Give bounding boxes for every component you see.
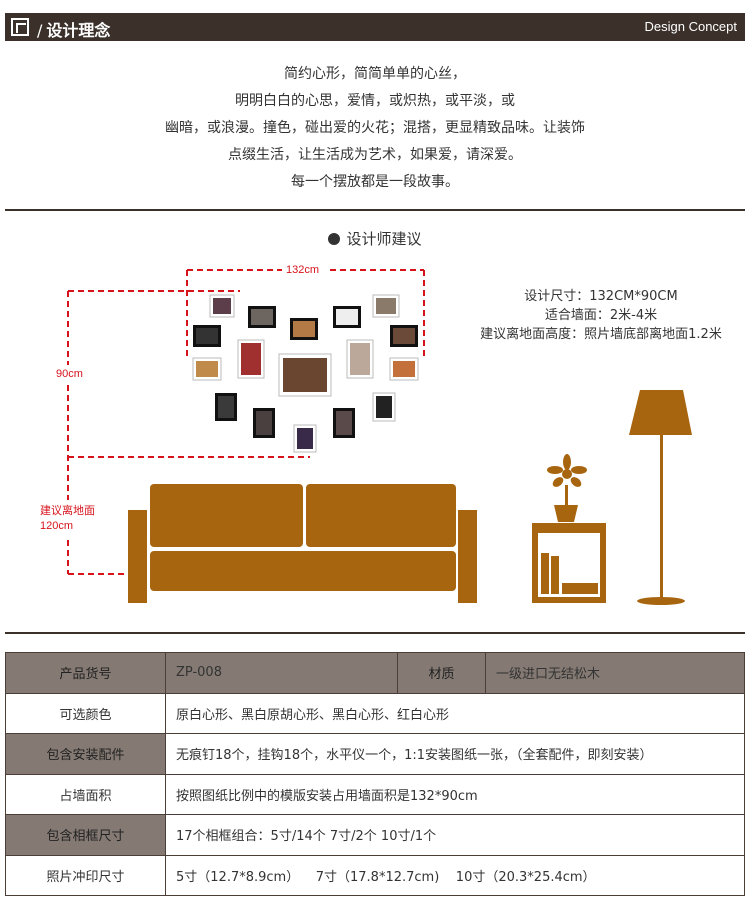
bullet-icon (328, 233, 341, 245)
photo-frame (253, 408, 275, 438)
photo-frame (372, 294, 400, 318)
row-value: 原白心形、黑白原胡心形、黑白心形、红白心形 (165, 692, 745, 734)
intro-line: 明明白白的心思，爱情，或炽热，或平淡，或 (235, 93, 515, 109)
table-row: 可选颜色 原白心形、黑白原胡心形、黑白心形、红白心形 (5, 692, 745, 734)
divider (5, 209, 745, 211)
row-value: 按照图纸比例中的模版安装占用墙面积是132*90cm (165, 773, 745, 815)
photo-frame (346, 339, 374, 379)
designer-suggestion-title: 设计师建议 (0, 228, 750, 249)
divider (5, 632, 745, 634)
section-title-english: Design Concept (644, 19, 738, 34)
photo-frame (209, 294, 235, 318)
photo-frames (192, 294, 419, 453)
section-header: /设计理念 Design Concept (5, 13, 745, 41)
row-value: ZP-008 (165, 652, 398, 694)
photo-frame (293, 424, 317, 453)
intro-line: 点缀生活，让生活成为艺术，如果爱，请深爱。 (228, 147, 522, 163)
dimension-lines (67, 269, 425, 575)
row-label: 占墙面积 (5, 773, 166, 815)
photo-frame (333, 306, 361, 328)
floor-height-label-line1: 建议离地面 (40, 505, 95, 517)
table-row: 产品货号 ZP-008 材质 一级进口无结松木 (5, 652, 745, 694)
floor-height-label-line2: 120cm (40, 520, 74, 532)
row-label: 照片冲印尺寸 (5, 854, 166, 896)
spec-wall: 适合墙面：2米-4米 (544, 308, 658, 323)
spec-size: 设计尺寸：132CM*90CM (524, 289, 678, 304)
section-title-text: 设计理念 (46, 21, 111, 40)
table-row: 照片冲印尺寸 5寸（12.7*8.9cm） 7寸（17.8*12.7cm) 10… (5, 854, 745, 896)
flower-pot (547, 454, 587, 522)
photo-frame (278, 353, 332, 397)
photo-frame (237, 339, 265, 379)
photo-frame (389, 357, 419, 381)
floor-lamp (629, 390, 692, 605)
photo-frame (372, 392, 396, 422)
photo-frame (192, 357, 222, 381)
photo-frame (390, 325, 418, 347)
designer-suggestion-label: 设计师建议 (346, 230, 422, 248)
spec-height: 建议离地面高度：照片墙底部离地面1.2米 (480, 327, 722, 342)
section-title: /设计理念 (37, 21, 111, 40)
row-value: 5寸（12.7*8.9cm） 7寸（17.8*12.7cm) 10寸（20.3*… (165, 854, 745, 896)
design-concept-text: 简约心形，简简单单的心丝， 明明白白的心思，爱情，或炽热，或平淡，或 幽暗，或浪… (0, 64, 750, 199)
sofa (128, 484, 477, 603)
photo-frame (215, 393, 237, 421)
width-dimension-label: 132cm (284, 264, 322, 276)
room-illustration (67, 269, 692, 605)
row-label: 材质 (397, 652, 486, 694)
row-value: 无痕钉18个，挂钩18个，水平仪一个，1:1安装图纸一张，（全套配件，即刻安装） (165, 733, 745, 775)
design-specs: 设计尺寸：132CM*90CM 适合墙面：2米-4米 建议离地面高度：照片墙底部… (470, 287, 732, 344)
table-row: 包含安装配件 无痕钉18个，挂钩18个，水平仪一个，1:1安装图纸一张，（全套配… (5, 733, 745, 775)
photo-frame (248, 306, 276, 328)
photo-frame (290, 318, 318, 340)
intro-line: 每一个摆放都是一段故事。 (291, 174, 459, 190)
side-cabinet (532, 523, 606, 603)
intro-line: 简约心形，简简单单的心丝， (284, 66, 466, 82)
height-dimension-label: 90cm (56, 368, 83, 380)
row-label: 包含安装配件 (5, 733, 166, 775)
row-label: 包含相框尺寸 (5, 814, 166, 856)
floor-height-label: 建议离地面 120cm (40, 504, 95, 534)
table-row: 占墙面积 按照图纸比例中的模版安装占用墙面积是132*90cm (5, 773, 745, 815)
table-row: 包含相框尺寸 17个相框组合：5寸/14个 7寸/2个 10寸/1个 (5, 814, 745, 856)
row-label: 可选颜色 (5, 692, 166, 734)
photo-frame (193, 325, 221, 347)
photo-frame (333, 408, 355, 438)
row-value: 17个相框组合：5寸/14个 7寸/2个 10寸/1个 (165, 814, 745, 856)
intro-line: 幽暗，或浪漫。撞色，碰出爱的火花；混搭，更显精致品味。让装饰 (165, 120, 585, 136)
row-value: 一级进口无结松木 (485, 652, 745, 694)
frame-logo-icon (11, 18, 29, 36)
row-label: 产品货号 (5, 652, 166, 694)
product-spec-table: 产品货号 ZP-008 材质 一级进口无结松木 可选颜色 原白心形、黑白原胡心形… (5, 652, 745, 896)
